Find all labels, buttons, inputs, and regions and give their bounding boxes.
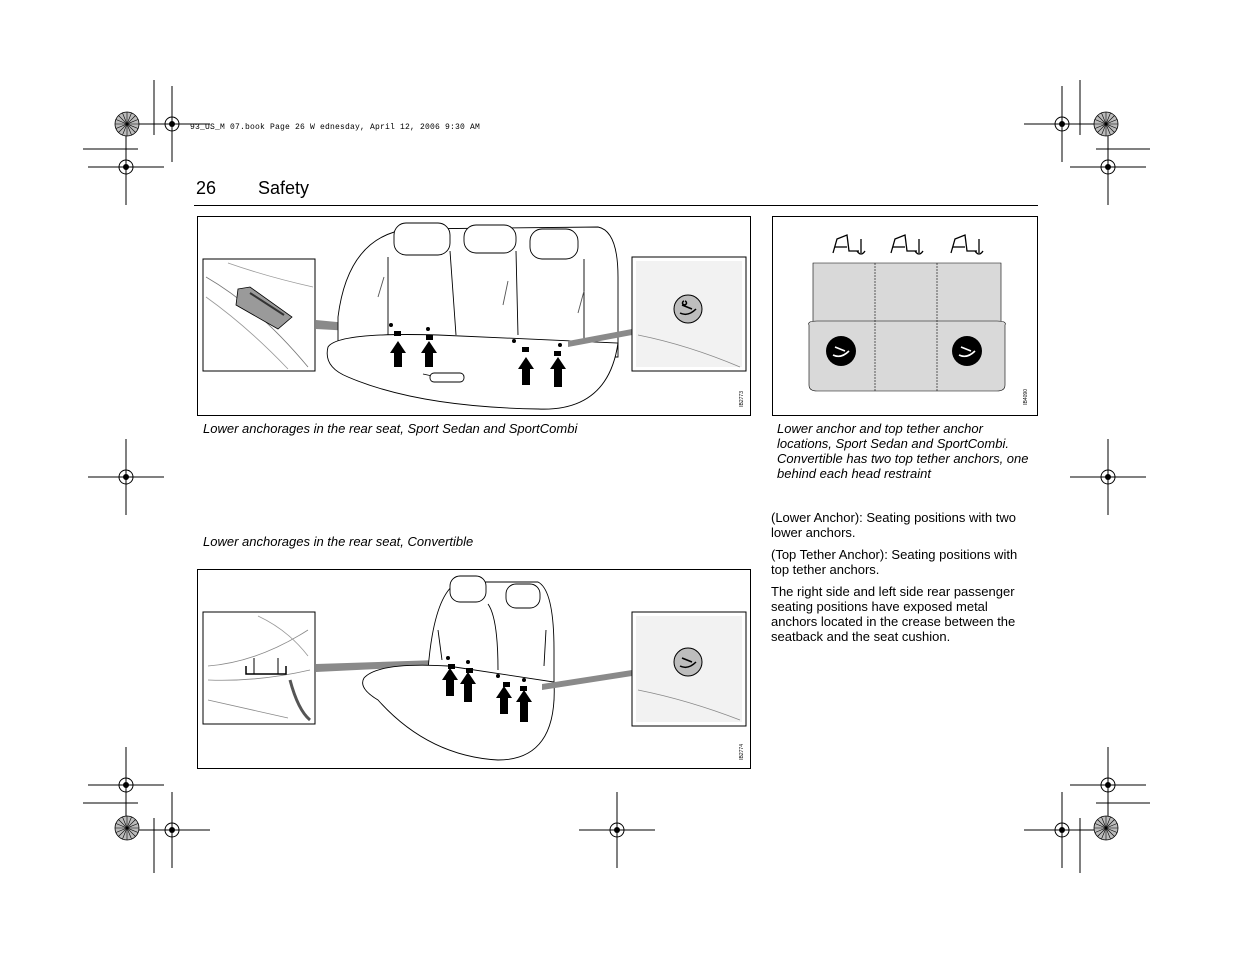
- child-seat-lower-anchor-icon: [826, 336, 982, 366]
- sedan-seat-illustration: [202, 222, 747, 410]
- print-slug: 93_US_M 07.book Page 26 W ednesday, Apri…: [190, 123, 481, 132]
- figure-ref: IB2774: [739, 744, 745, 760]
- section-title: Safety: [258, 178, 310, 198]
- caption-anchor-diagram: Lower anchor and top tether anchor locat…: [777, 421, 1029, 481]
- figure-anchor-diagram: IB4090: [772, 216, 1038, 416]
- paragraph-top-tether: (Top Tether Anchor): Seating positions w…: [771, 547, 1018, 577]
- header-rule: [194, 205, 1038, 206]
- up-arrow-icon: [442, 668, 532, 722]
- figure-ref: IB4090: [1023, 389, 1029, 405]
- page-number: 26: [196, 178, 217, 198]
- caption-sedan: Lower anchorages in the rear seat, Sport…: [203, 421, 578, 436]
- rear-seat-top-view: [808, 262, 1006, 392]
- figure-sedan-rear-seat: IB2773: [197, 216, 751, 416]
- inset-anchor-closeup: [202, 611, 316, 725]
- convertible-seat-illustration: [202, 575, 747, 761]
- rear-bench-seat: [326, 222, 619, 410]
- rear-bench-seat: [362, 575, 555, 761]
- inset-anchor-closeup: [202, 258, 316, 372]
- paragraph-lower-anchor: (Lower Anchor): Seating positions with t…: [771, 510, 1016, 540]
- paragraph-seating-positions: The right side and left side rear passen…: [771, 584, 1016, 644]
- seat-anchor-layout: [808, 234, 1006, 392]
- inset-lower-anchor-symbol: [631, 611, 747, 727]
- anchor-points: [389, 323, 562, 356]
- anchor-points: [446, 656, 527, 691]
- inset-lower-anchor-symbol: [631, 256, 747, 372]
- up-arrow-icon: [390, 341, 566, 387]
- figure-ref: IB2773: [739, 391, 745, 407]
- caption-convertible: Lower anchorages in the rear seat, Conve…: [203, 534, 474, 549]
- figure-convertible-rear-seat: IB2774: [197, 569, 751, 769]
- child-seat-top-tether-icon: [832, 234, 984, 255]
